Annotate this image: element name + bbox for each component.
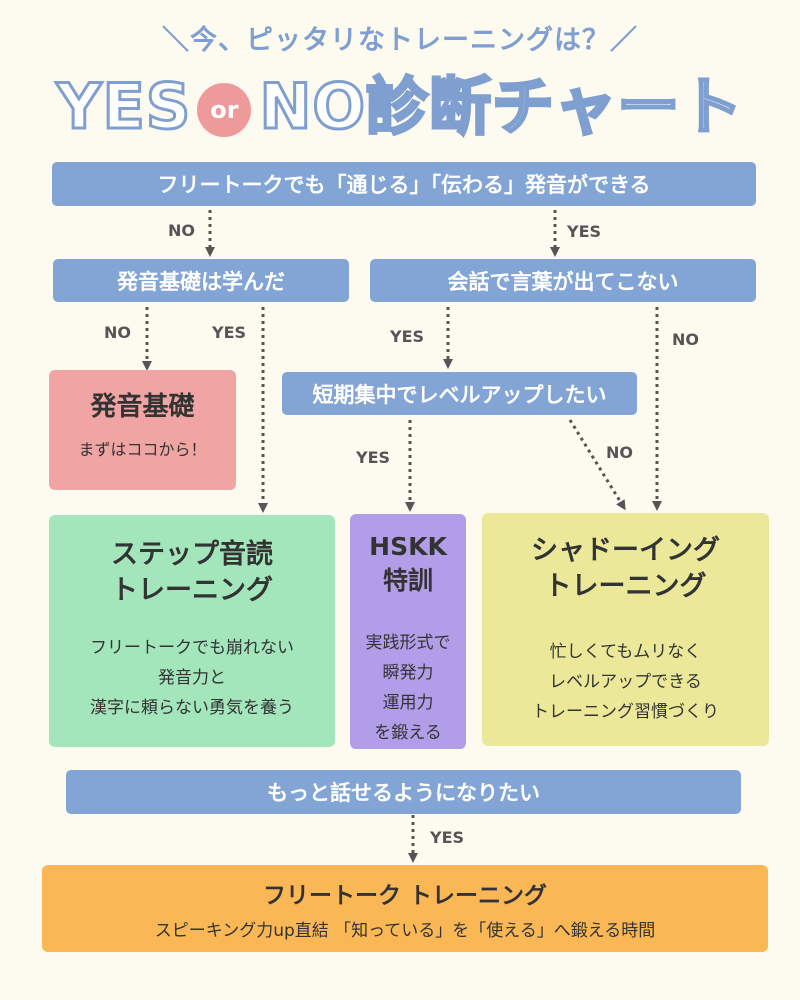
chart-title: YES or NO診断チャート — [0, 62, 800, 152]
free-desc: スピーキング力up直結 「知っている」を「使える」へ鍛える時間 — [154, 921, 656, 941]
shadow-desc-line-2: レベルアップできる — [549, 672, 702, 692]
subtitle: ＼今、ピッタリなトレーニングは？／ — [162, 25, 638, 56]
shadow-desc-line-3: トレーニング習慣づくり — [532, 702, 719, 722]
hskk-title-line-1: HSKK — [369, 532, 447, 561]
q2-yes-label: YES — [212, 323, 247, 342]
q4-yes-label: YES — [356, 448, 391, 467]
step-desc-line-1: フリートークでも崩れない — [90, 638, 294, 658]
basics-desc: まずはココから！ — [78, 440, 207, 459]
hskk-desc-line-1: 実践形式で — [365, 633, 451, 653]
result-step-reading: ステップ音読 トレーニング フリートークでも崩れない 発音力と 漢字に頼らない勇… — [49, 515, 335, 747]
title-no-chart: NO診断チャート — [258, 70, 744, 143]
shadow-desc-line-1: 忙しくてもムリなく — [549, 642, 702, 662]
arrow-q4-no — [568, 419, 626, 511]
step-title-line-2: トレーニング — [111, 575, 273, 606]
step-title: ステップ音読 トレーニング — [49, 537, 335, 609]
q3-yes-label: YES — [390, 327, 425, 346]
question-5-text: もっと話せるようになりたい — [267, 781, 540, 805]
or-badge: or — [197, 83, 252, 137]
question-3-text: 会話で言葉が出てこない — [447, 269, 679, 294]
q1-no-label: NO — [168, 221, 195, 240]
shadow-title: シャドーイング トレーニング — [482, 533, 769, 605]
result-pronunciation-basics: 発音基礎 まずはココから！ — [49, 370, 236, 490]
shadow-desc: 忙しくてもムリなく レベルアップできる トレーニング習慣づくり — [482, 637, 769, 727]
question-1-bar: フリートークでも「通じる」「伝わる」発音ができる — [52, 162, 756, 206]
q5-yes-label: YES — [430, 828, 465, 847]
hskk-desc-line-4: を鍛える — [374, 723, 442, 743]
q1-yes-label: YES — [567, 222, 602, 241]
hskk-title-line-2: 特訓 — [382, 566, 433, 595]
hskk-desc-line-2: 瞬発力 — [382, 663, 434, 683]
step-title-line-1: ステップ音読 — [111, 539, 273, 570]
q3-no-label: NO — [672, 330, 699, 349]
hskk-title: HSKK 特訓 — [350, 530, 466, 598]
free-title: フリートーク トレーニング — [262, 883, 547, 909]
q4-no-label: NO — [606, 443, 633, 462]
step-desc-line-3: 漢字に頼らない勇気を養う — [90, 698, 294, 718]
result-hskk: HSKK 特訓 実践形式で 瞬発力 運用力 を鍛える — [350, 514, 466, 749]
question-5-bar: もっと話せるようになりたい — [66, 770, 741, 814]
shadow-title-line-2: トレーニング — [544, 571, 707, 602]
step-desc: フリートークでも崩れない 発音力と 漢字に頼らない勇気を養う — [49, 633, 335, 723]
result-shadowing: シャドーイング トレーニング 忙しくてもムリなく レベルアップできる トレーニン… — [482, 513, 769, 746]
step-desc-line-2: 発音力と — [158, 668, 226, 688]
question-3-bar: 会話で言葉が出てこない — [370, 259, 756, 302]
result-free-talk: フリートーク トレーニング スピーキング力up直結 「知っている」を「使える」へ… — [42, 865, 768, 952]
question-1-text: フリートークでも「通じる」「伝わる」発音ができる — [157, 173, 651, 197]
question-4-bar: 短期集中でレベルアップしたい — [282, 372, 637, 415]
q2-no-label: NO — [104, 323, 131, 342]
question-4-text: 短期集中でレベルアップしたい — [312, 382, 607, 407]
basics-title: 発音基礎 — [90, 392, 195, 422]
question-2-text: 発音基礎は学んだ — [117, 269, 285, 294]
question-2-bar: 発音基礎は学んだ — [53, 259, 349, 302]
hskk-desc: 実践形式で 瞬発力 運用力 を鍛える — [350, 628, 466, 748]
title-yes: YES — [55, 70, 192, 143]
shadow-title-line-1: シャドーイング — [531, 535, 720, 566]
hskk-desc-line-3: 運用力 — [382, 693, 434, 713]
